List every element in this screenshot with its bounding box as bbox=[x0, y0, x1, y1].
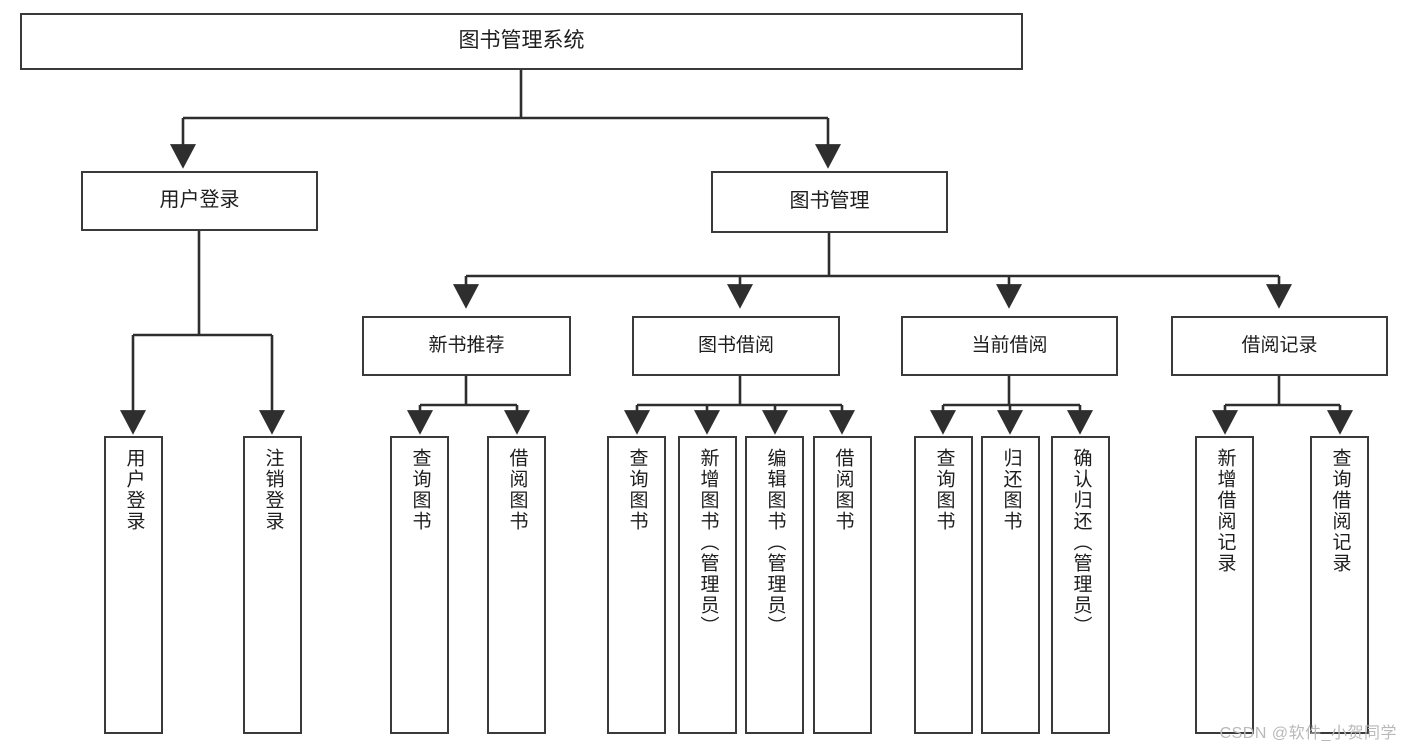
leaf-label: 注销登录 bbox=[262, 448, 284, 532]
leaf-label: 编辑图书（管理员） bbox=[764, 448, 786, 637]
node-label: 图书管理 bbox=[789, 190, 870, 213]
node-label: 图书借阅 bbox=[697, 334, 774, 356]
leaf-add-book-admin[interactable]: 新增图书（管理员） bbox=[678, 436, 737, 734]
leaf-label: 新增图书（管理员） bbox=[697, 448, 719, 637]
node-label: 新书推荐 bbox=[428, 334, 505, 356]
leaf-label: 确认归还（管理员） bbox=[1070, 448, 1092, 637]
node-borrow-records[interactable]: 借阅记录 bbox=[1171, 316, 1388, 376]
leaf-edit-book-admin[interactable]: 编辑图书（管理员） bbox=[745, 436, 804, 734]
leaf-query-borrow-record[interactable]: 查询借阅记录 bbox=[1310, 436, 1369, 734]
leaf-add-borrow-record[interactable]: 新增借阅记录 bbox=[1195, 436, 1254, 734]
leaf-label: 查询图书 bbox=[409, 448, 431, 532]
node-label: 图书管理系统 bbox=[458, 29, 585, 53]
node-label: 用户登录 bbox=[159, 189, 240, 212]
leaf-label: 归还图书 bbox=[1000, 448, 1022, 532]
node-current-borrow[interactable]: 当前借阅 bbox=[901, 316, 1118, 376]
leaf-query-book-current[interactable]: 查询图书 bbox=[914, 436, 973, 734]
leaf-label: 借阅图书 bbox=[832, 448, 854, 532]
leaf-return-book[interactable]: 归还图书 bbox=[981, 436, 1040, 734]
leaf-borrow-book[interactable]: 借阅图书 bbox=[813, 436, 872, 734]
leaf-label: 借阅图书 bbox=[506, 448, 528, 532]
leaf-query-book-recommend[interactable]: 查询图书 bbox=[390, 436, 449, 734]
leaf-label: 查询图书 bbox=[933, 448, 955, 532]
leaf-user-login[interactable]: 用户登录 bbox=[104, 436, 163, 734]
node-label: 借阅记录 bbox=[1241, 334, 1318, 356]
leaf-confirm-return-admin[interactable]: 确认归还（管理员） bbox=[1051, 436, 1110, 734]
leaf-borrow-book-recommend[interactable]: 借阅图书 bbox=[487, 436, 546, 734]
leaf-query-book-borrow[interactable]: 查询图书 bbox=[607, 436, 666, 734]
node-book-management[interactable]: 图书管理 bbox=[711, 171, 948, 233]
node-user-login[interactable]: 用户登录 bbox=[81, 171, 318, 231]
leaf-label: 新增借阅记录 bbox=[1214, 448, 1236, 574]
watermark-text: CSDN @软件_小贺同学 bbox=[1219, 725, 1397, 742]
node-book-borrow[interactable]: 图书借阅 bbox=[632, 316, 840, 376]
node-label: 当前借阅 bbox=[971, 334, 1048, 356]
node-root-system[interactable]: 图书管理系统 bbox=[20, 13, 1023, 70]
leaf-label: 查询借阅记录 bbox=[1329, 448, 1351, 574]
node-new-book-recommend[interactable]: 新书推荐 bbox=[362, 316, 571, 376]
leaf-logout-login[interactable]: 注销登录 bbox=[243, 436, 302, 734]
leaf-label: 查询图书 bbox=[626, 448, 648, 532]
leaf-label: 用户登录 bbox=[123, 448, 145, 532]
